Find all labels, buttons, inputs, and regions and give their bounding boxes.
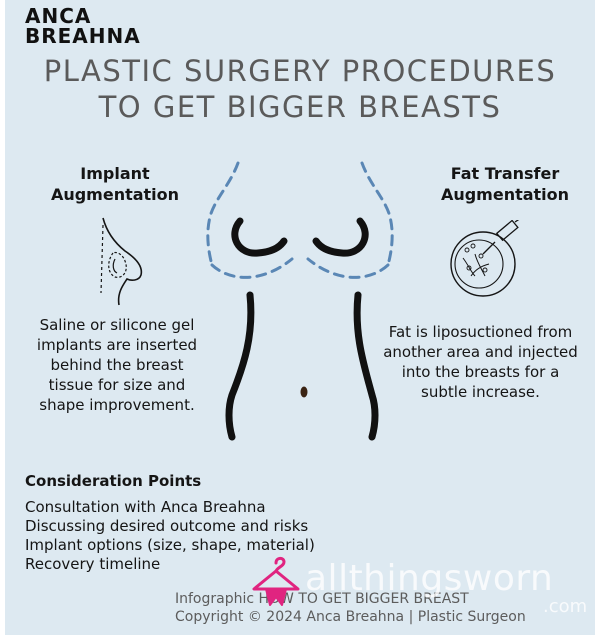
watermark-text: allthingsworn: [305, 558, 554, 599]
brand-line2: BREAHNA: [25, 24, 141, 48]
implant-breast-icon: [100, 217, 143, 306]
consideration-item: Consultation with Anca Breahna: [25, 498, 266, 516]
consideration-item: Implant options (size, shape, material): [25, 536, 315, 554]
fat-transfer-description: Fat is liposuctioned from another area a…: [368, 322, 593, 402]
fat-heading-line2: Augmentation: [440, 185, 570, 204]
watermark-suffix: .com: [543, 596, 588, 617]
implant-description: Saline or silicone gel implants are inse…: [17, 315, 217, 415]
fat-transfer-icon: [450, 220, 520, 297]
title-line2: TO GET BIGGER BREASTS: [98, 90, 502, 124]
footer-line1: Infographic HOW TO GET BIGGER BREAST: [175, 591, 469, 607]
implant-heading: Implant Augmentation: [45, 163, 185, 205]
implant-desc-line: tissue for size and: [48, 376, 186, 394]
implant-desc-line: implants are inserted: [36, 336, 198, 354]
fat-transfer-heading: Fat Transfer Augmentation: [430, 163, 580, 205]
consideration-item: Discussing desired outcome and risks: [25, 517, 309, 535]
torso-illustration: [206, 161, 394, 441]
fat-desc-line: Fat is liposuctioned from: [388, 323, 573, 341]
brand-line1: ANCA: [25, 4, 92, 28]
fat-desc-line: into the breasts for a: [401, 363, 560, 381]
implant-heading-line2: Augmentation: [50, 185, 180, 204]
fat-desc-line: subtle increase.: [421, 383, 540, 401]
implant-desc-line: shape improvement.: [39, 396, 195, 414]
infographic: ANCA BREAHNA PLASTIC SURGERY PROCEDURES …: [5, 0, 595, 635]
consideration-item: Recovery timeline: [25, 555, 161, 573]
footer-line2: Copyright © 2024 Anca Breahna | Plastic …: [175, 609, 526, 625]
fat-desc-line: another area and injected: [383, 343, 578, 361]
title-line1: PLASTIC SURGERY PROCEDURES: [43, 54, 557, 88]
footer: Infographic HOW TO GET BIGGER BREAST Cop…: [175, 590, 575, 626]
consideration-heading: Consideration Points: [25, 472, 202, 490]
implant-heading-line1: Implant: [80, 164, 150, 183]
consideration-points: Consideration Points Consultation with A…: [25, 470, 315, 574]
hanger-logo-icon: [252, 556, 300, 606]
brand-logo: ANCA BREAHNA: [25, 6, 141, 46]
fat-heading-line1: Fat Transfer: [450, 164, 560, 183]
implant-desc-line: behind the breast: [50, 356, 184, 374]
implant-desc-line: Saline or silicone gel: [39, 316, 195, 334]
